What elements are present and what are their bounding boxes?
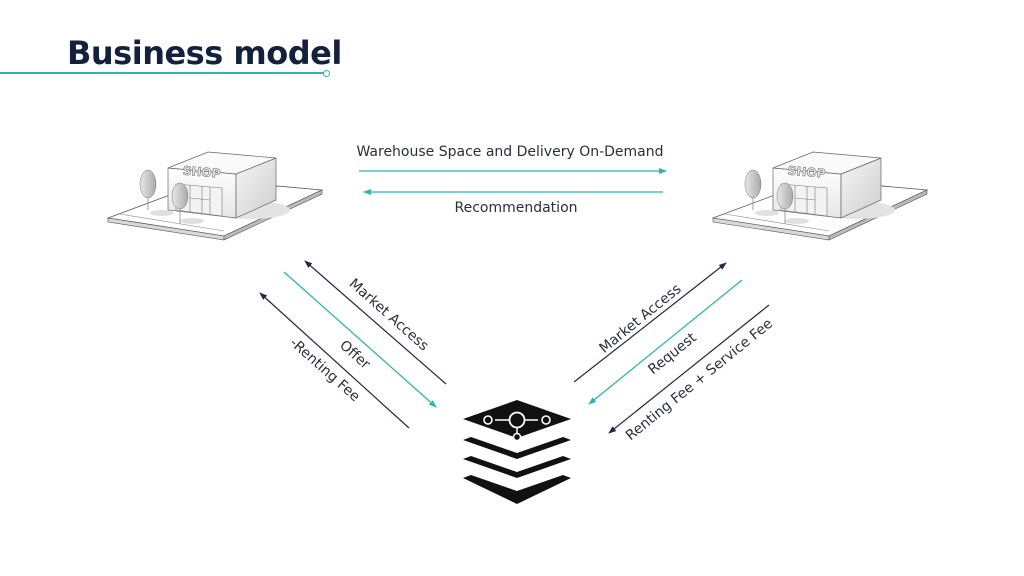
platform-layers-icon: [463, 400, 571, 504]
shop-right-icon: SHOP: [712, 151, 928, 241]
arrow-left-market-access: [304, 260, 447, 385]
shop-right-sign: SHOP: [787, 164, 826, 181]
arrow-right-market-access: [573, 262, 727, 383]
title-underline: [0, 72, 324, 74]
shop-left-sign: SHOP: [182, 164, 221, 181]
title-underline-dot: [323, 69, 330, 77]
shop-left-icon: SHOP: [107, 151, 323, 241]
label-warehouse-space: Warehouse Space and Delivery On-Demand: [356, 144, 663, 160]
arrow-left-offer: [283, 271, 437, 408]
label-left-market-access: Market Access: [346, 276, 432, 355]
arrow-right-fees: [608, 304, 770, 434]
label-right-fees: Renting Fee + Service Fee: [623, 316, 776, 444]
arrow-left-renting-fee: [259, 292, 410, 429]
label-recommendation: Recommendation: [454, 200, 577, 216]
arrow-right-request: [588, 279, 743, 405]
slide-title: Business model: [67, 34, 342, 72]
